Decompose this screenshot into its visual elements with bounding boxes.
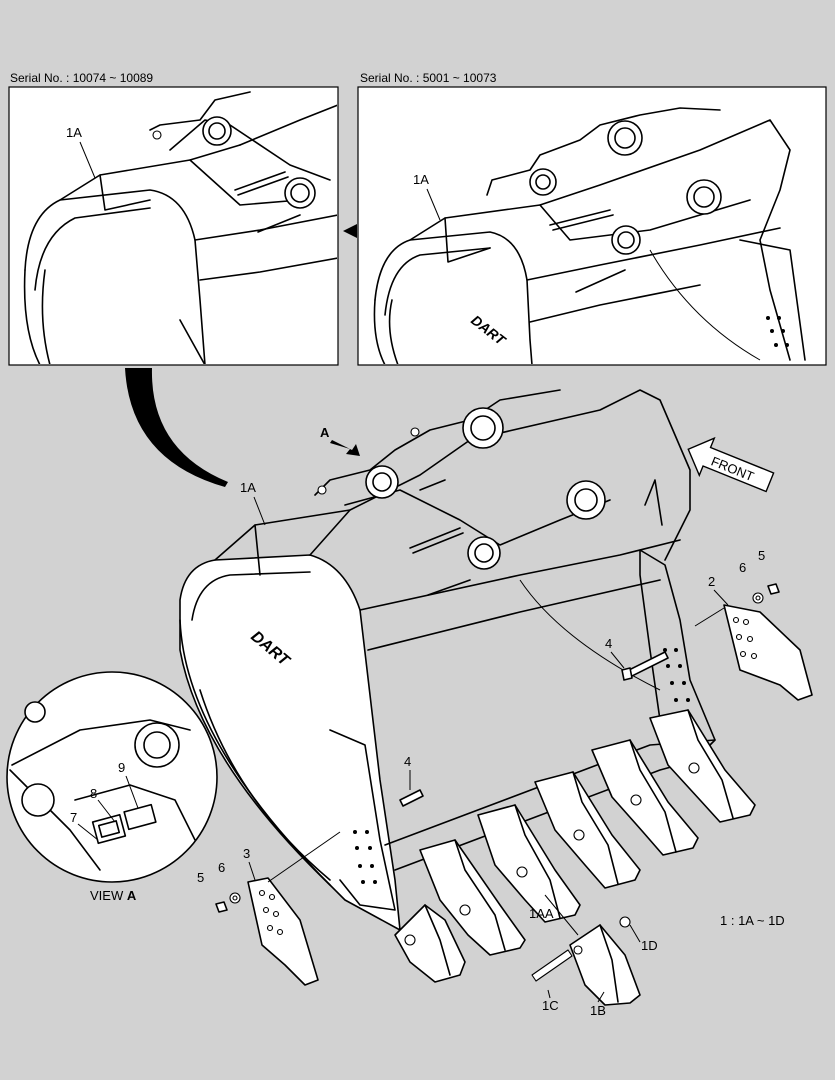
callout-2: 2 [708, 574, 715, 589]
callout-1c: 1C [542, 998, 559, 1013]
callout-4-right: 4 [605, 636, 612, 651]
view-a-letter: A [127, 888, 137, 903]
left-serial-label: Serial No. : 10074 ~ 10089 [10, 71, 153, 85]
view-a-label: VIEW A [90, 888, 137, 903]
callout-labels: 1A A FRONT 2 5 6 4 4 3 6 5 1AA 1D 1C 1B … [70, 425, 785, 1018]
callout-1b: 1B [590, 1003, 606, 1018]
callout-1d: 1D [641, 938, 658, 953]
callout-4-left: 4 [404, 754, 411, 769]
callout-6-right: 6 [739, 560, 746, 575]
callout-8: 8 [90, 786, 97, 801]
callout-3: 3 [243, 846, 250, 861]
side-cutters [215, 583, 813, 986]
main-bucket-drawing: DART [179, 389, 716, 931]
callout-5-right: 5 [758, 548, 765, 563]
right-callout-1a: 1A [413, 172, 429, 187]
left-detail-panel [8, 86, 339, 366]
callout-7: 7 [70, 810, 77, 825]
callout-5-left: 5 [197, 870, 204, 885]
left-callout-1a: 1A [66, 125, 82, 140]
callout-1aa: 1AA [529, 906, 554, 921]
view-direction-arrow-icon [330, 440, 360, 456]
main-callout-1a: 1A [240, 480, 256, 495]
pointer-arrow-icon [343, 224, 357, 238]
right-detail-panel: DART [343, 86, 827, 366]
view-a-detail [6, 671, 218, 883]
callout-9: 9 [118, 760, 125, 775]
view-a-prefix: VIEW [90, 888, 127, 903]
front-arrow: FRONT [687, 436, 775, 493]
right-serial-label: Serial No. : 5001 ~ 10073 [360, 71, 497, 85]
ratio-note: 1 : 1A ~ 1D [720, 913, 785, 928]
bucket-teeth [394, 709, 756, 1006]
curved-lead-arrow-icon [125, 368, 228, 487]
callout-6-left: 6 [218, 860, 225, 875]
view-arrow-label: A [320, 425, 330, 440]
